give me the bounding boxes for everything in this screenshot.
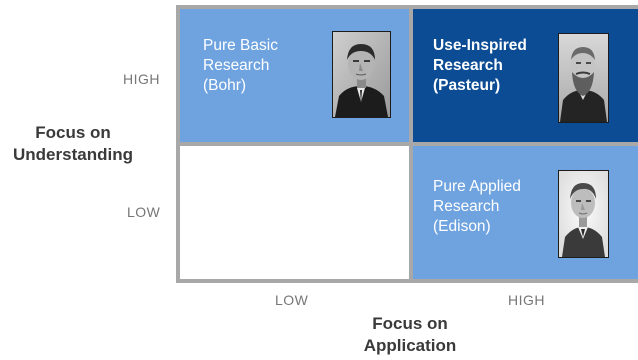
edison-portrait-photo: [558, 170, 609, 258]
quadrant-label: Pure Applied Research (Edison): [433, 177, 521, 237]
x-axis-title: Focus on Application: [340, 313, 480, 357]
x-axis-tick-low: LOW: [275, 292, 309, 308]
quadrant-label: Use-Inspired Research (Pasteur): [433, 36, 527, 96]
quadrant-label-line2: Research: [433, 57, 503, 74]
quadrant-label-line2: Research: [203, 57, 270, 74]
quadrant-label-line1: Pure Applied: [433, 178, 521, 195]
quadrant-pure-basic-research: Pure Basic Research (Bohr): [180, 9, 409, 142]
quadrant-label-line2: Research: [433, 198, 500, 215]
quadrant-label-line3: (Bohr): [203, 77, 247, 94]
quadrant-label-line3: (Pasteur): [433, 77, 501, 94]
quadrant-use-inspired-research: Use-Inspired Research (Pasteur): [413, 9, 638, 142]
y-axis-title-line2: Understanding: [13, 145, 133, 164]
y-axis-tick-low: LOW: [127, 204, 161, 220]
x-axis-title-line1: Focus on: [372, 314, 448, 333]
x-axis-tick-high: HIGH: [508, 292, 545, 308]
quadrant-label-line1: Pure Basic: [203, 37, 278, 54]
bohr-portrait-photo: [332, 31, 391, 118]
x-axis-title-line2: Application: [363, 336, 457, 355]
y-axis-title-line1: Focus on: [35, 123, 111, 142]
pasteur-portrait-photo: [558, 33, 609, 123]
quadrant-pure-applied-research: Pure Applied Research (Edison): [413, 146, 638, 279]
quadrant-empty: [180, 146, 409, 279]
y-axis-title: Focus on Understanding: [0, 122, 146, 166]
quadrant-label-line3: (Edison): [433, 218, 491, 235]
quadrant-label: Pure Basic Research (Bohr): [203, 36, 278, 96]
y-axis-tick-high: HIGH: [123, 71, 160, 87]
quadrant-label-line1: Use-Inspired: [433, 37, 527, 54]
